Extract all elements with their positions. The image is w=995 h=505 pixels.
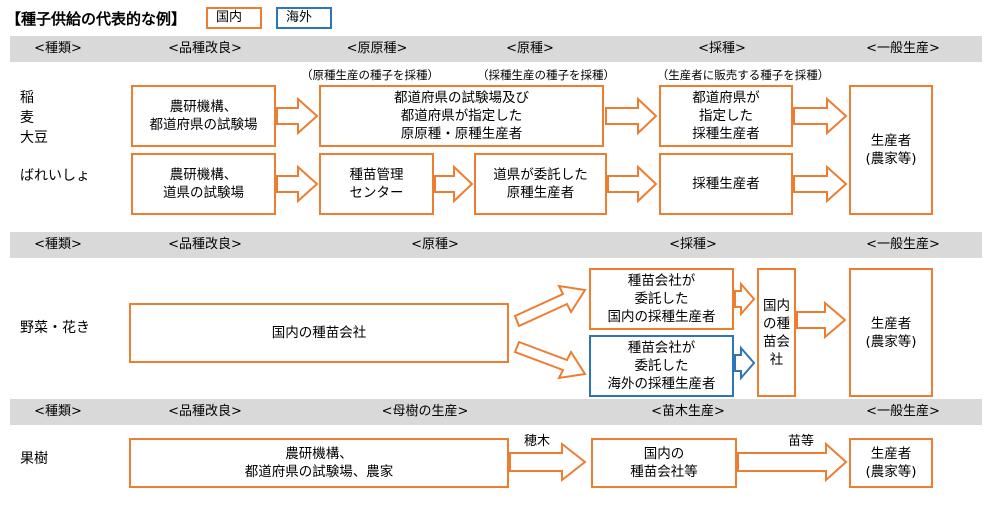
box-seed-producers-designated: 都道府県が 指定した 採種生産者 — [659, 85, 793, 147]
s1-header-foundation: <原原種> — [346, 41, 408, 56]
arrow-s1a-2 — [605, 96, 658, 136]
box-domestic-seed-grower: 種苗会社が 委託した 国内の採種生産者 — [589, 268, 734, 330]
s2-header-general: <一般生産> — [866, 237, 940, 252]
box-seed-management-center: 種苗管理 センター — [319, 153, 434, 215]
s1-header-type: <種類> — [34, 41, 82, 56]
arrow-s3-seedlings — [737, 441, 848, 483]
box-commissioned-stock-producer: 道県が委託した 原種生産者 — [474, 153, 607, 215]
arrow-s2-to-domestic-grower — [513, 284, 587, 328]
box-domestic-seed-company-vertical: 国内 の種 苗会 社 — [757, 268, 796, 397]
note-foundation: （原種生産の種子を採種） — [301, 68, 439, 82]
s1-header-stock: <原種> — [506, 41, 554, 56]
note-seed: （生産者に販売する種子を採種） — [656, 68, 830, 82]
box-domestic-seed-company: 国内の種苗会社 — [129, 303, 509, 363]
arrow-s1b-2 — [434, 164, 474, 204]
s1-header-seed: <採種> — [698, 41, 746, 56]
crop-vegetables-flowers: 野菜・花き — [20, 320, 90, 336]
box-seed-producer: 採種生産者 — [659, 153, 793, 215]
section1-header-band — [10, 36, 982, 62]
box-breeding-institutes: 農研機構、 都道府県の試験場 — [131, 85, 276, 147]
s3-header-breeding: <品種改良> — [168, 404, 242, 419]
box-potato-breeding: 農研機構、 道県の試験場 — [131, 153, 276, 215]
box-overseas-seed-grower: 種苗会社が 委託した 海外の採種生産者 — [589, 335, 734, 397]
page-title: 【種子供給の代表的な例】 — [6, 10, 187, 28]
crop-rice-wheat-soy: 稲 麦 大豆 — [20, 90, 48, 146]
crop-fruit-trees: 果樹 — [20, 451, 48, 467]
arrow-s1a-1 — [276, 96, 319, 136]
arrow-s2-grower-to-company — [734, 281, 756, 317]
section2-header-band — [10, 232, 982, 258]
arrow-s1a-3 — [793, 96, 848, 136]
s1-header-breeding: <品種改良> — [168, 41, 242, 56]
s2-header-breeding: <品種改良> — [168, 237, 242, 252]
s1-header-general: <一般生産> — [866, 41, 940, 56]
s2-header-seed: <採種> — [669, 237, 717, 252]
arrow-s2-company-to-producer — [796, 300, 847, 340]
section3-header-band — [10, 399, 982, 425]
s3-header-general: <一般生産> — [866, 404, 940, 419]
arrow-s2-to-overseas-grower — [513, 340, 587, 380]
box-fruit-breeding: 農研機構、 都道府県の試験場、農家 — [129, 438, 509, 488]
legend-overseas: 海外 — [276, 7, 332, 29]
s3-header-mother-tree: <母樹の生産> — [381, 404, 469, 419]
label-seedlings: 苗等 — [788, 434, 815, 449]
note-stock: （採種生産の種子を採種） — [477, 68, 615, 82]
s3-header-type: <種類> — [34, 404, 82, 419]
s2-header-type: <種類> — [34, 237, 82, 252]
box-fruit-nursery-company: 国内の 種苗会社等 — [591, 438, 737, 488]
box-foundation-producers: 都道府県の試験場及び 都道府県が指定した 原原種・原種生産者 — [319, 85, 604, 147]
s3-header-nursery: <苗木生産> — [651, 404, 725, 419]
legend-domestic: 国内 — [206, 7, 262, 29]
arrow-s2-overseas-to-company — [734, 345, 756, 381]
box-producer-farmers-1: 生産者 (農家等) — [849, 85, 933, 215]
label-scion: 穂木 — [524, 434, 551, 449]
arrow-s3-scion — [509, 441, 587, 483]
arrow-s1b-4 — [793, 164, 848, 204]
arrow-s1b-1 — [276, 164, 319, 204]
s2-header-stock: <原種> — [411, 237, 459, 252]
box-producer-farmers-2: 生産者 (農家等) — [849, 268, 933, 397]
box-producer-farmers-3: 生産者 (農家等) — [849, 438, 933, 488]
arrow-s1b-3 — [607, 164, 658, 204]
crop-potato: ばれいしょ — [20, 168, 90, 184]
